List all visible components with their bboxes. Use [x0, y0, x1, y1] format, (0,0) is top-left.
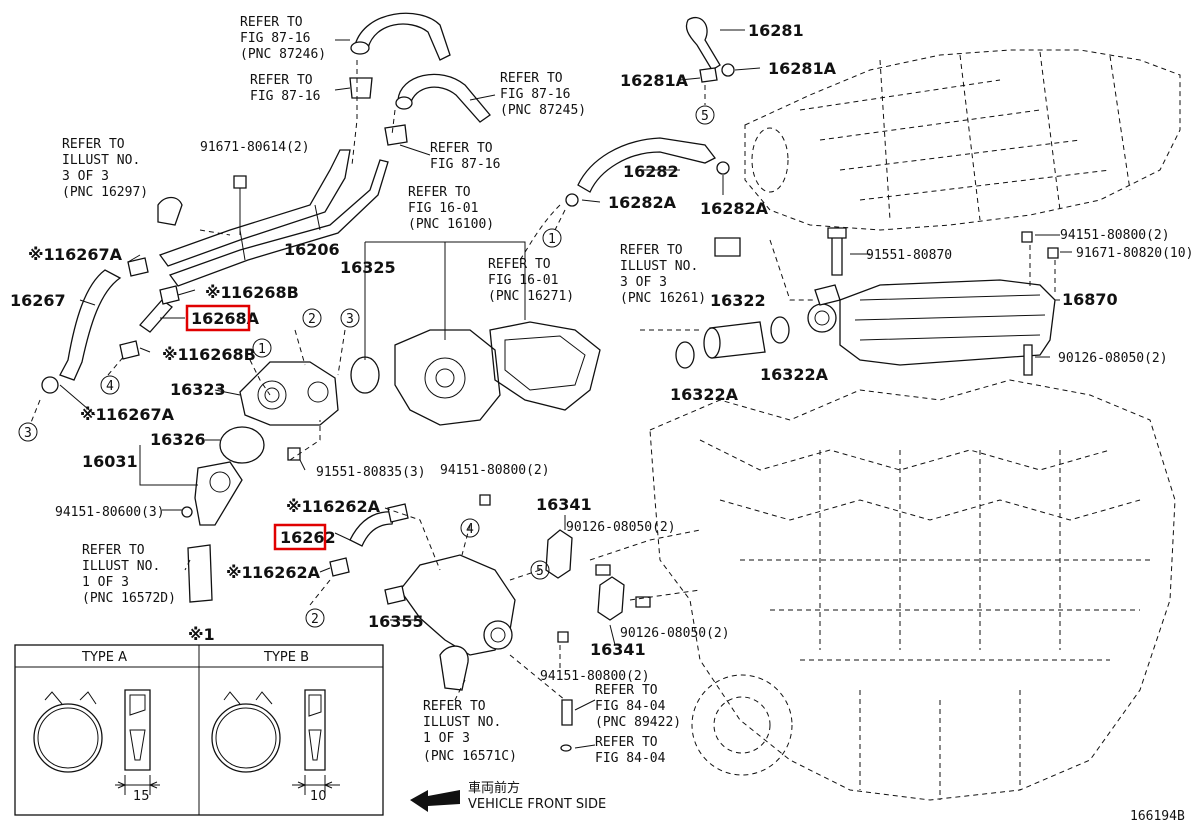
- callout-1: 1: [258, 342, 266, 357]
- highlight-box-16262: [273, 523, 327, 551]
- legend-mark: ※1: [162, 345, 189, 364]
- direction-en: VEHICLE FRONT SIDE: [468, 797, 606, 812]
- hoses-left: [41, 175, 339, 603]
- water-pump: [350, 321, 601, 426]
- part-label-16325: 16325: [340, 258, 396, 277]
- refer-note: REFER TO FIG 16-01 (PNC 16271): [488, 257, 574, 304]
- stud-label: 90126-08050(2): [1058, 351, 1168, 366]
- part-label-16326: 16326: [150, 430, 206, 449]
- bolt-label: 91551-80870: [866, 248, 952, 263]
- vehicle-front-indicator: 車両前方 VEHICLE FRONT SIDE: [410, 780, 606, 812]
- part-label-16322a: 16322A: [670, 385, 739, 404]
- direction-jp: 車両前方: [468, 780, 520, 796]
- callout-3: 3: [24, 426, 32, 441]
- nut-label: 94151-80800(2): [440, 463, 550, 478]
- refer-note: REFER TO FIG 87-16 (PNC 87246): [240, 15, 326, 62]
- legend-mark: ※1: [226, 563, 253, 582]
- callout-4: 4: [106, 379, 114, 394]
- leader-lines: [29, 29, 1072, 749]
- refer-note: REFER TO FIG 84-04: [595, 735, 666, 766]
- legend-mark: ※1: [205, 283, 232, 302]
- refer-note: REFER TO ILLUST NO. 3 OF 3 (PNC 16297): [62, 137, 148, 200]
- coolant-passage-16870: [807, 279, 1056, 366]
- part-label-16267: 16267: [10, 291, 66, 310]
- nut-label: 94151-80800(2): [540, 669, 650, 684]
- legend-mark: ※1: [80, 405, 107, 424]
- bolt-label: 91671-80614(2): [200, 140, 310, 155]
- part-label-16323: 16323: [170, 380, 226, 399]
- part-label-16282a: 16282A: [700, 199, 769, 218]
- bolt-label: 91551-80835(3): [316, 465, 426, 480]
- part-label-16268b: 16268B: [231, 283, 299, 302]
- part-label-16267a: 16267A: [54, 245, 123, 264]
- type-a-dimension: 15: [133, 789, 150, 804]
- refer-note: REFER TO FIG 87-16: [250, 73, 320, 104]
- callout-3: 3: [346, 312, 354, 327]
- nut-label: 94151-80600(3): [55, 505, 165, 520]
- callout-2: 2: [311, 612, 319, 627]
- callout-5: 5: [701, 109, 709, 124]
- hoses-top: [157, 12, 1059, 376]
- callout-circles: 1 1 2 2 3 3 4 4 5 5: [18, 105, 715, 628]
- part-label-16281a: 16281A: [768, 59, 837, 78]
- clamp-ring-type-b: [211, 703, 281, 773]
- part-label-16268a: 16268A: [191, 309, 260, 328]
- refer-note: REFER TO FIG 16-01 (PNC 16100): [408, 185, 494, 232]
- engine-block: [649, 379, 1176, 801]
- refer-note: REFER TO ILLUST NO. 1 OF 3 (PNC 16571C): [423, 699, 517, 764]
- part-labels: 16281 16281A 16281A 16282 16282A 16282A …: [10, 21, 1118, 659]
- part-label-16031: 16031: [82, 452, 138, 471]
- type-a-label: TYPE A: [81, 650, 127, 665]
- stud-label: 90126-08050(2): [620, 626, 730, 641]
- part-label-16262a: 16262A: [252, 563, 321, 582]
- arrow-left-icon: [410, 790, 460, 812]
- hardware-labels: 91671-80614(2) 91551-80835(3) 94151-8060…: [55, 140, 1193, 684]
- type-b-label: TYPE B: [263, 650, 309, 665]
- refer-note: REFER TO FIG 87-16: [430, 141, 500, 172]
- bolt-label: 91671-80820(10): [1076, 246, 1193, 261]
- part-label-16281a: 16281A: [620, 71, 689, 90]
- part-label-16262: 16262: [280, 528, 336, 547]
- part-label-16322: 16322: [710, 291, 766, 310]
- part-label-16322a: 16322A: [760, 365, 829, 384]
- water-inlet-16355: [329, 494, 651, 752]
- part-label-16282: 16282: [623, 162, 679, 181]
- nut-label: 94151-80800(2): [1060, 228, 1170, 243]
- callout-2: 2: [308, 312, 316, 327]
- refer-note: REFER TO ILLUST NO. 3 OF 3 (PNC 16261): [620, 243, 706, 306]
- callout-5: 5: [536, 564, 544, 579]
- part-label-16268b: 16268B: [188, 345, 256, 364]
- part-label-16282a: 16282A: [608, 193, 677, 212]
- stud-label: 90126-08050(2): [566, 520, 676, 535]
- highlight-box-16268a: [185, 304, 251, 332]
- refer-note: REFER TO FIG 87-16 (PNC 87245): [500, 71, 586, 118]
- reference-notes: REFER TO FIG 87-16 (PNC 87246) REFER TO …: [62, 15, 706, 766]
- part-label-16206: 16206: [284, 240, 340, 259]
- callout-1: 1: [548, 232, 556, 247]
- diagram-id: 166194B: [1130, 809, 1185, 824]
- part-label-16262a: 16262A: [312, 497, 381, 516]
- legend-mark: ※1: [286, 497, 313, 516]
- clamp-type-inset: ※1 TYPE A TYPE B 15 10: [14, 625, 384, 816]
- part-label-16341: 16341: [536, 495, 592, 514]
- part-label-16341: 16341: [590, 640, 646, 659]
- callout-4: 4: [466, 522, 474, 537]
- legend-mark: ※1: [28, 245, 55, 264]
- refer-note: REFER TO ILLUST NO. 1 OF 3 (PNC 16572D): [82, 543, 176, 606]
- intake-manifold: [744, 49, 1181, 231]
- part-label-16870: 16870: [1062, 290, 1118, 309]
- clamp-ring-type-a: [33, 703, 103, 773]
- part-label-16355: 16355: [368, 612, 424, 631]
- refer-note: REFER TO FIG 84-04 (PNC 89422): [595, 683, 681, 730]
- legend-mark: ※1: [188, 625, 215, 644]
- type-b-dimension: 10: [310, 789, 327, 804]
- part-label-16267a: 16267A: [106, 405, 175, 424]
- part-label-16281: 16281: [748, 21, 804, 40]
